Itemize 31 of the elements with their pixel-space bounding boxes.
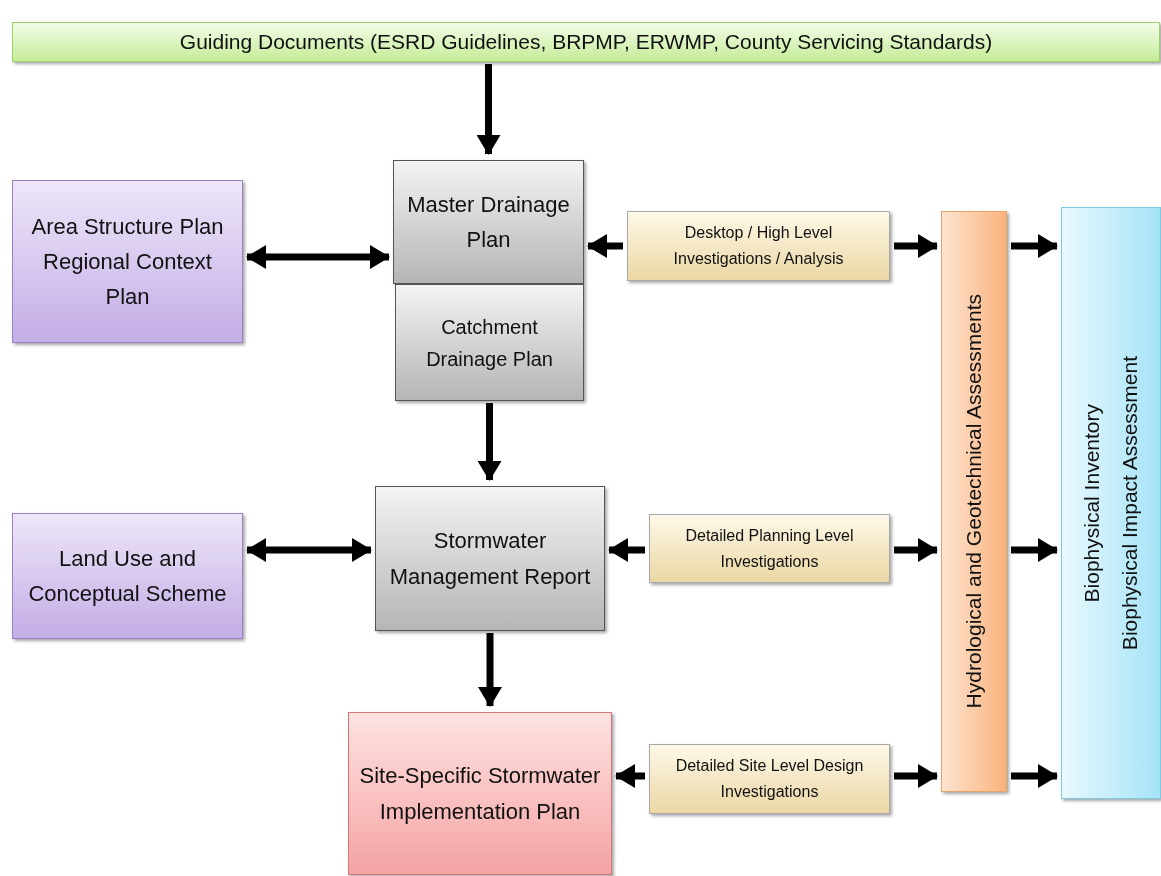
arrow xyxy=(478,633,502,707)
assessment-bar xyxy=(1061,207,1161,799)
plan-box xyxy=(12,180,243,343)
process-box xyxy=(395,284,584,401)
node-label: Detailed Site Level Design Investigations xyxy=(674,756,865,802)
node-label: Master Drainage Plan xyxy=(406,190,571,254)
node-label: Biophysical Impact Assessment xyxy=(1117,355,1142,651)
assessment-bar xyxy=(941,211,1007,792)
node-label: Stormwater Management Report xyxy=(388,527,592,591)
process-box xyxy=(393,160,584,284)
node-label: Catchment Drainage Plan xyxy=(425,314,554,372)
plan-box xyxy=(12,513,243,639)
arrow xyxy=(477,403,502,481)
arrow xyxy=(246,245,390,269)
node-label: Guiding Documents (ESRD Guidelines, BRPMP, ERWMP, County Servicing Standards) xyxy=(178,29,994,56)
investigation-box xyxy=(649,744,890,814)
arrow xyxy=(246,538,372,562)
investigation-box xyxy=(627,211,890,281)
arrow xyxy=(476,64,501,155)
process-box xyxy=(375,486,605,631)
plan-box xyxy=(348,712,612,875)
node-label: Regional Context Plan xyxy=(42,247,213,312)
investigation-box xyxy=(649,514,890,583)
node-label: Desktop / High Level Investigations / Analysis xyxy=(672,223,845,269)
node-label: Site-Specific Stormwater Implementation Plan xyxy=(358,762,602,826)
node-label: Biophysical Inventory xyxy=(1078,403,1104,603)
node-label: Land Use and Conceptual Scheme xyxy=(27,544,228,608)
node-label: Area Structure Plan xyxy=(30,212,225,241)
node-label: Hydrological and Geotechnical Assessments xyxy=(960,294,986,709)
title-bar xyxy=(12,22,1160,62)
node-label: Detailed Planning Level Investigations xyxy=(684,525,855,572)
